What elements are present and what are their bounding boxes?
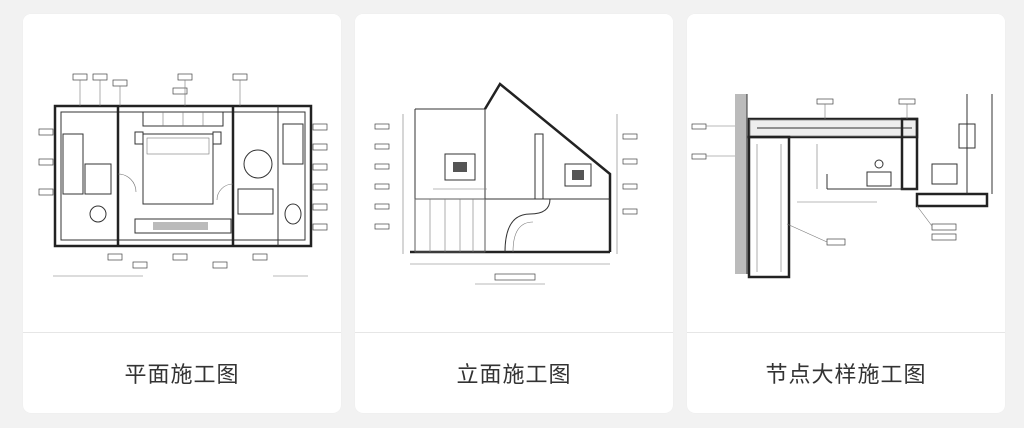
- card-floor-plan[interactable]: 平面施工图: [23, 14, 341, 413]
- card-divider: [687, 332, 1005, 333]
- detail-section-drawing: [687, 14, 1005, 332]
- card-caption: 立面施工图: [456, 363, 572, 388]
- card-detail-section[interactable]: 节点大样施工图: [687, 14, 1005, 413]
- card-elevation[interactable]: 立面施工图: [355, 14, 673, 413]
- card-divider: [23, 332, 341, 333]
- elevation-drawing: [355, 14, 673, 332]
- floor-plan-drawing: [23, 14, 341, 332]
- card-divider: [355, 332, 673, 333]
- card-caption: 节点大样施工图: [765, 363, 927, 388]
- card-caption: 平面施工图: [124, 363, 240, 388]
